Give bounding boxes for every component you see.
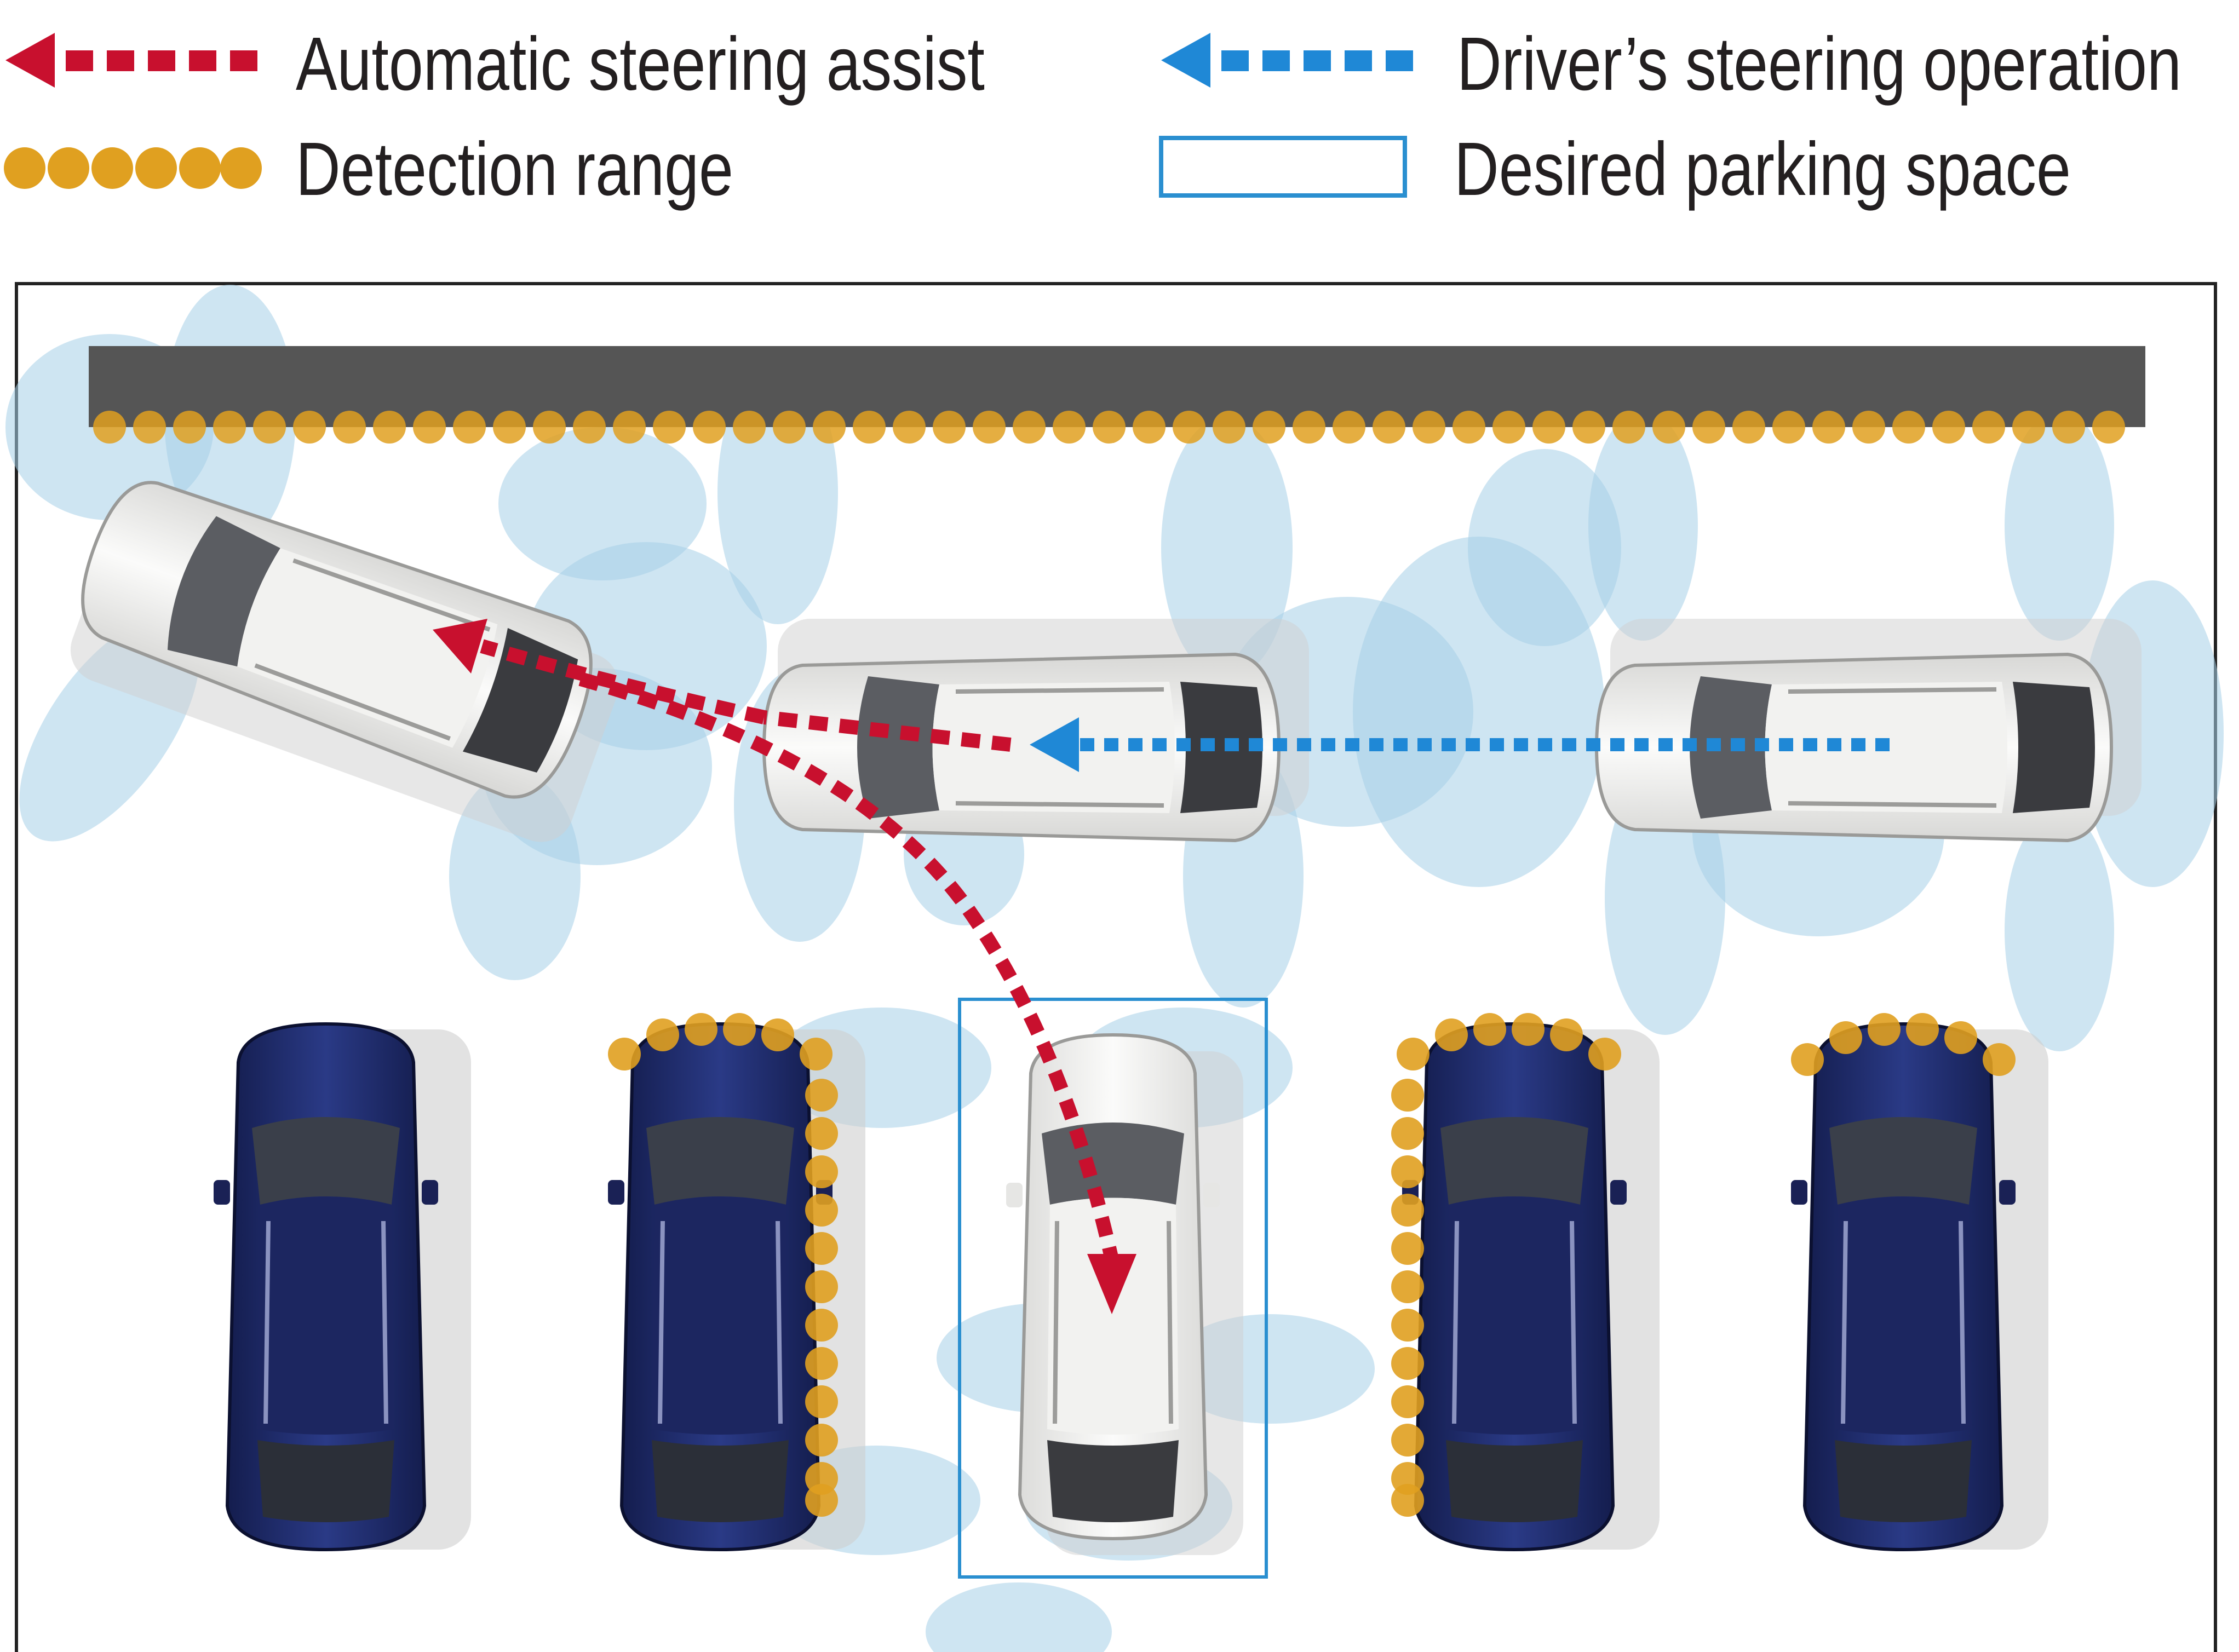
car2-detection-dots [608,1013,838,1517]
parked-car-5 [1791,1024,2048,1550]
legend-driver-steer-label: Driver’s steering operation [1457,22,2181,106]
parked-car-4 [1402,1024,1660,1550]
parking-scene [5,282,2224,1652]
legend-parking-space-swatch [1159,136,1407,198]
own-car-parked [1006,1035,1243,1555]
driver-steering-path [1030,717,1890,772]
car5-detection-dots [1791,1013,2016,1076]
legend [4,33,1413,198]
legend-auto-steer-label: Automatic steering assist [296,22,985,106]
parked-car-1 [214,1024,471,1550]
own-car-angled [51,460,619,842]
car4-detection-dots [1391,1013,1621,1517]
desired-parking-space [958,998,1268,1579]
legend-detection-swatch [4,147,262,189]
legend-driver-steer-swatch [1161,33,1413,88]
legend-detection-label: Detection range [296,127,733,211]
wall-detection-dots [93,411,2125,444]
sensor-fields [5,285,2224,1652]
legend-parking-space-label: Desired parking space [1454,127,2071,211]
auto-steering-path [433,619,1136,1314]
own-car-mid [764,619,1309,841]
legend-auto-steer-swatch [5,33,257,88]
own-car-start [1597,619,2142,841]
